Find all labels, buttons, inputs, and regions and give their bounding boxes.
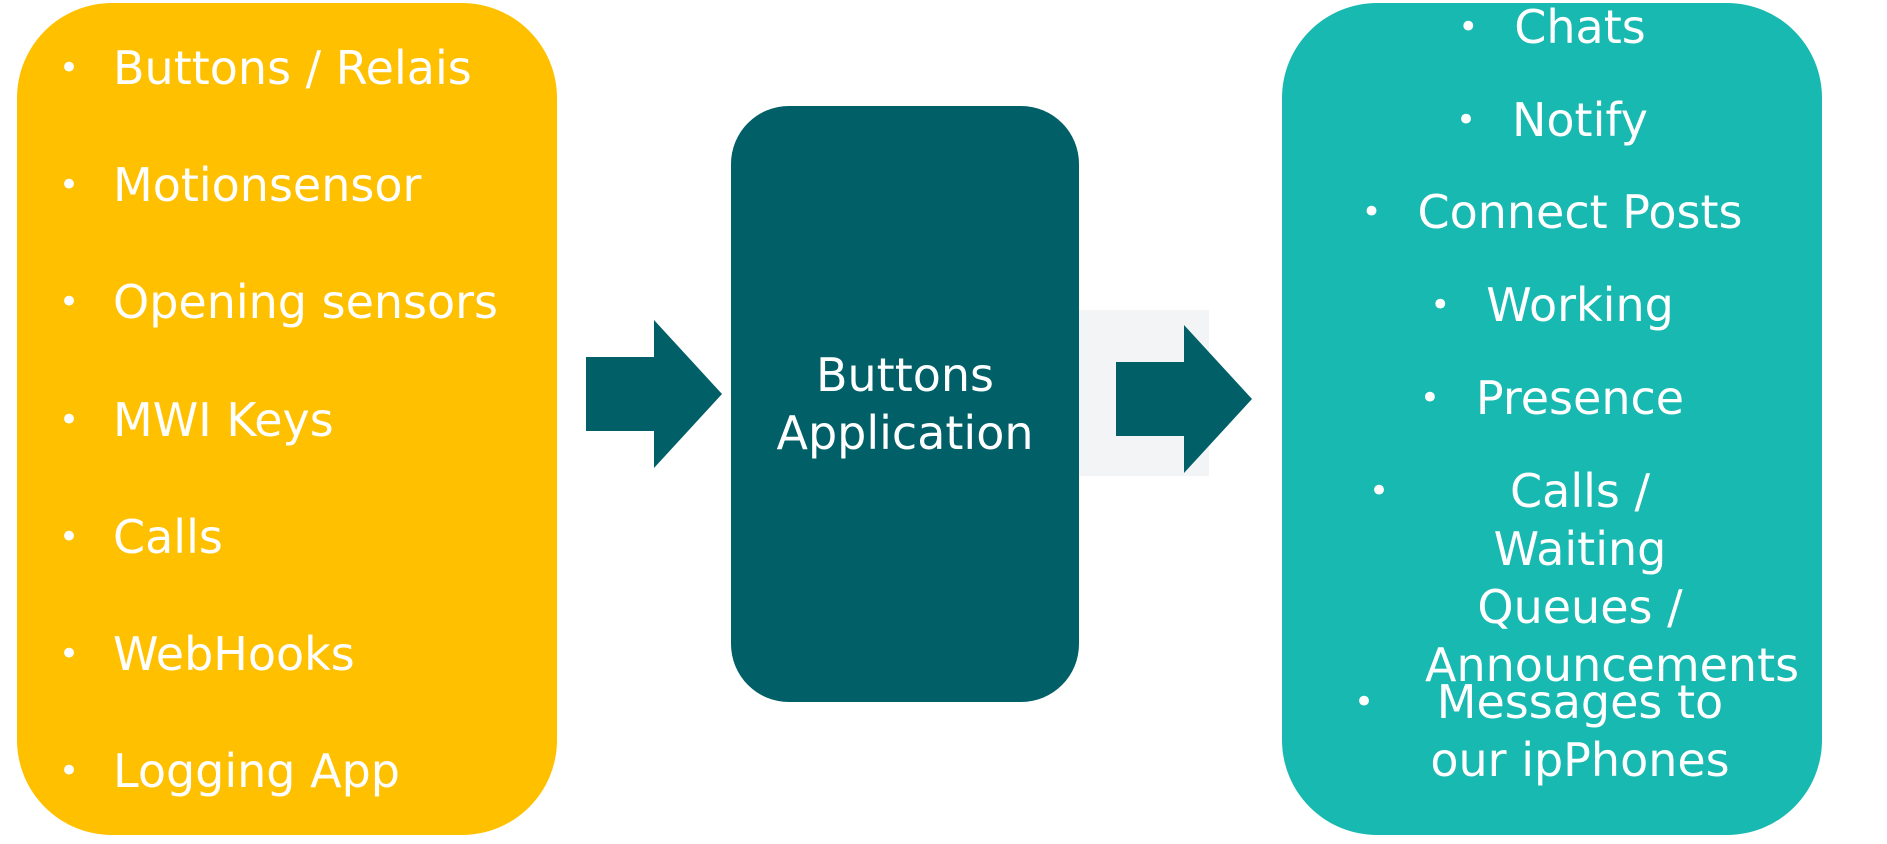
bullet-icon: • <box>1458 7 1479 47</box>
output-label: Connect Posts <box>1417 185 1743 239</box>
list-item: • Chats <box>1282 3 1822 56</box>
input-label: MWI Keys <box>113 393 334 447</box>
inputs-box: • Buttons / Relais • Motionsensor • Open… <box>17 3 557 835</box>
output-label: Messages to our ipPhones <box>1430 675 1730 787</box>
bullet-icon: • <box>1430 285 1451 325</box>
outputs-box: • Chats • Notify • Connect Posts • Working •… <box>1282 3 1822 835</box>
bullet-icon: • <box>1456 100 1477 140</box>
bullet-icon: • <box>59 634 80 674</box>
input-label: Calls <box>113 510 223 564</box>
center-title: Buttons Application <box>776 348 1034 460</box>
output-label: Presence <box>1475 371 1685 425</box>
input-label: WebHooks <box>113 627 355 681</box>
inputs-list: • Buttons / Relais • Motionsensor • Open… <box>17 3 557 835</box>
list-item: • Connect Posts <box>1282 183 1822 241</box>
bullet-icon: • <box>59 282 80 322</box>
bullet-icon: • <box>1354 682 1375 722</box>
list-item: • Messages to our ipPhones <box>1282 673 1822 789</box>
bullet-icon: • <box>59 517 80 557</box>
bullet-icon: • <box>59 165 80 205</box>
list-item: • Notify <box>1282 91 1822 149</box>
list-item: • Calls / Waiting Queues / Announcements <box>1282 462 1822 694</box>
input-label: Motionsensor <box>113 158 422 212</box>
output-label: Calls / Waiting Queues / Announcements <box>1425 464 1800 692</box>
output-label: Chats <box>1514 3 1646 54</box>
list-item: • Presence <box>1282 369 1822 427</box>
input-label: Logging App <box>113 744 400 798</box>
arrow-right-icon <box>1116 325 1252 473</box>
arrow-right-icon <box>586 320 722 468</box>
bullet-icon: • <box>59 751 80 791</box>
buttons-application-box: Buttons Application <box>731 106 1079 702</box>
bullet-icon: • <box>59 400 80 440</box>
bullet-icon: • <box>1361 192 1382 232</box>
list-item: • Working <box>1282 276 1822 334</box>
output-label: Notify <box>1512 93 1648 147</box>
input-label: Opening sensors <box>113 275 499 329</box>
bullet-icon: • <box>1369 471 1390 511</box>
output-label: Working <box>1486 278 1674 332</box>
bullet-icon: • <box>1419 378 1440 418</box>
input-label: Buttons / Relais <box>113 41 472 95</box>
bullet-icon: • <box>59 48 80 88</box>
